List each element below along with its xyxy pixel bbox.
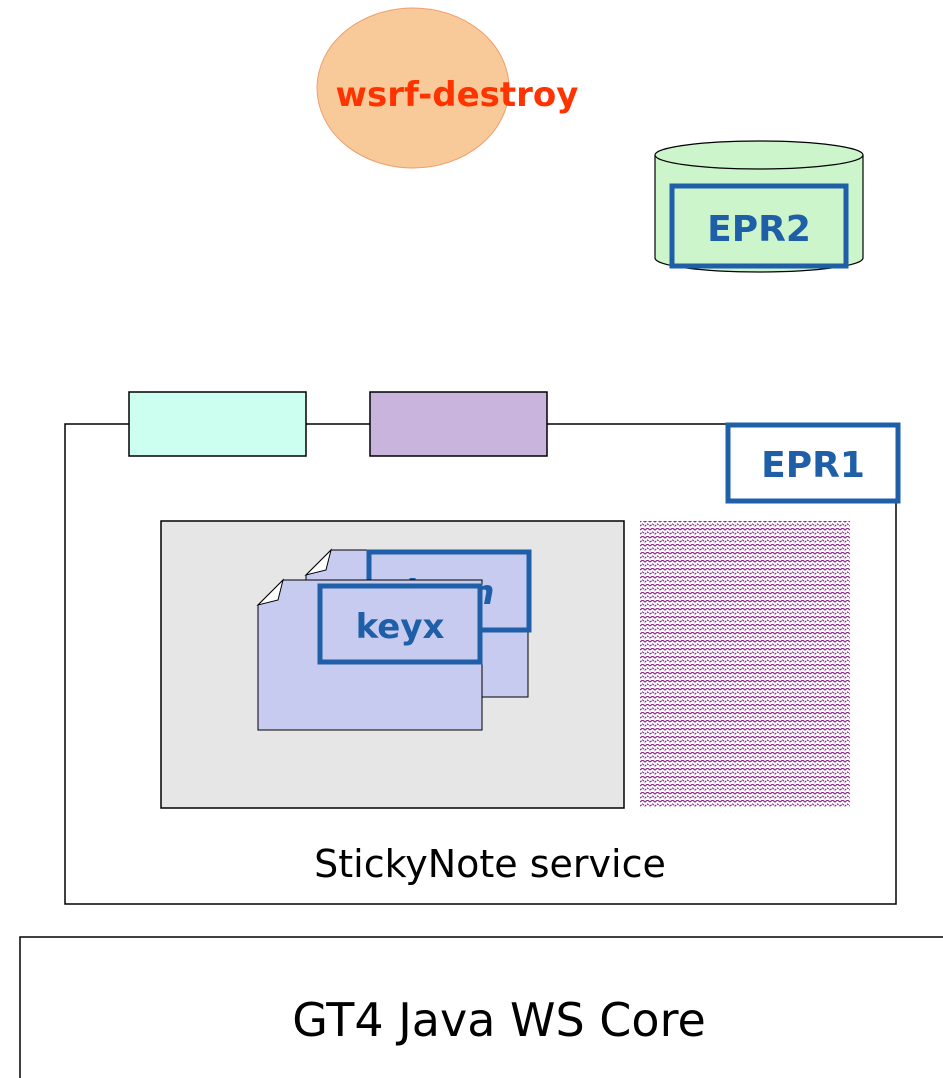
epr2-store-cylinder: EPR2 (654, 140, 864, 273)
stickynote-service: EPR1 keyn keyx StickyNote service (64, 391, 901, 905)
epr1-box (725, 422, 901, 504)
stickynote-service-label: StickyNote service (314, 842, 666, 886)
service-port-left (128, 391, 307, 457)
epr2-label: EPR2 (707, 209, 811, 250)
wsrf-destroy-label: wsrf-destroy (336, 75, 579, 115)
gt4-container: GT4 Java WS Core (19, 936, 943, 1078)
wsrf-destroy-command: wsrf-destroy (316, 7, 579, 169)
service-port-right (369, 391, 548, 457)
epr1-label: EPR1 (761, 445, 865, 486)
keyx-box (317, 583, 483, 665)
resource-document-keyx: keyx (256, 578, 483, 731)
service-state-pattern (640, 521, 850, 808)
keyx-label: keyx (356, 607, 445, 647)
epr2-box (669, 183, 849, 269)
gt4-container-label: GT4 Java WS Core (292, 993, 706, 1047)
